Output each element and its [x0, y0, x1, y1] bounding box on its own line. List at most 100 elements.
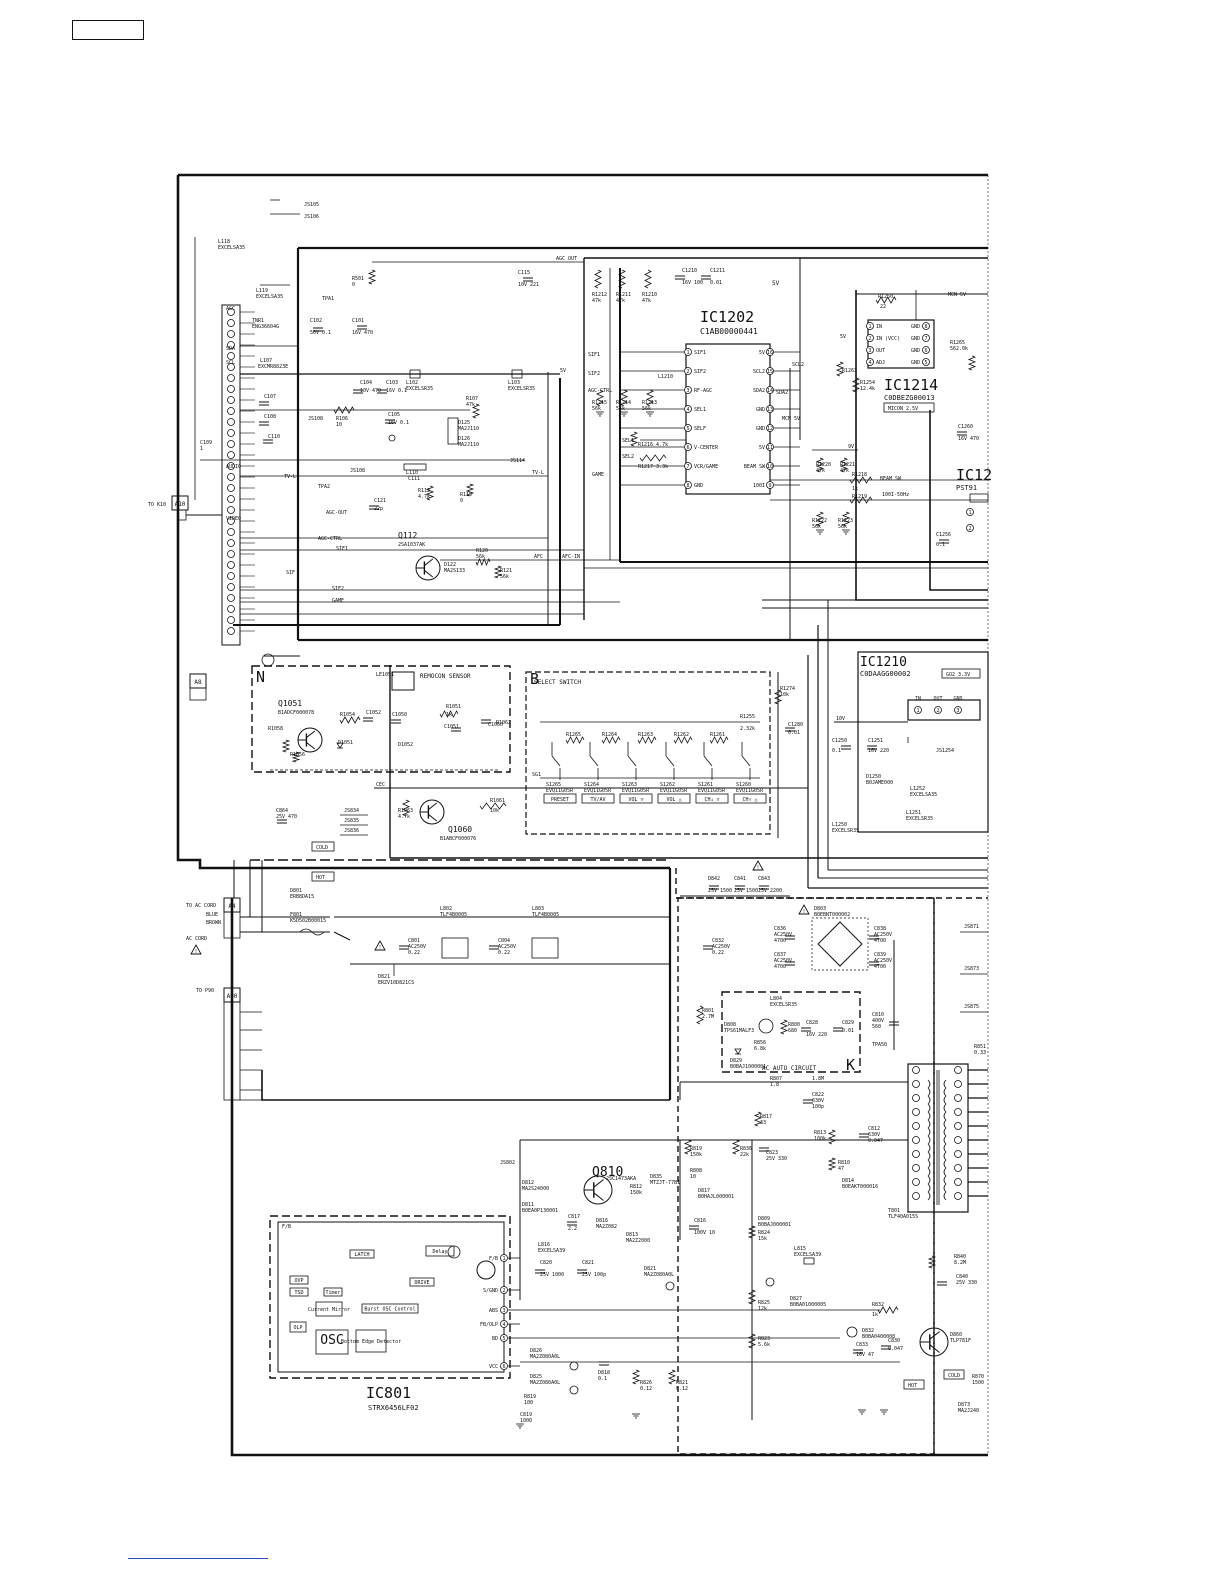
- ic801-function-label: OLP: [293, 1325, 302, 1331]
- component-ref: R1265: [950, 340, 965, 346]
- ic801-pin-label: ABS: [489, 1308, 498, 1314]
- select-switch-blade: [589, 755, 599, 767]
- ic801-pin: [500, 1306, 508, 1314]
- net-label: SIF2: [332, 586, 344, 592]
- component-value: 680: [788, 1028, 797, 1034]
- component-ref: R1254: [860, 380, 875, 386]
- net-label: AFC-IN: [562, 554, 580, 560]
- select-switch-ref: S1262: [660, 782, 675, 788]
- resistor-symbol: [667, 1369, 677, 1385]
- tuner-pin: [227, 605, 235, 613]
- connector-a90-body: [223, 1001, 241, 1101]
- q810-transistor: [583, 1175, 613, 1205]
- select-button-label: PRESET: [551, 797, 569, 803]
- component-value: K5D502B00015: [290, 918, 326, 924]
- pin-number: 15: [767, 369, 773, 375]
- component-ref: R501: [352, 276, 364, 282]
- component-value: AC250V: [874, 932, 892, 938]
- component-ref: D825: [530, 1374, 542, 1380]
- bridge-rectifier: [817, 921, 863, 967]
- ac-auto-title: AC AUTO CIRCUIT: [762, 1065, 817, 1072]
- tuner-pin: [227, 308, 235, 316]
- component-value: B0JAME000: [866, 780, 893, 786]
- tuner-pin: [227, 396, 235, 404]
- component-value: 16V 220: [868, 748, 889, 754]
- ic1210-pin: [954, 706, 962, 714]
- component-value: 0.22: [408, 950, 420, 956]
- resistor-symbol: [631, 1369, 641, 1385]
- q112-transistor: [415, 555, 441, 581]
- ic1202-pin: [684, 386, 692, 394]
- ic801-function-block: [315, 1329, 349, 1355]
- ext-label: AC CORD: [186, 936, 207, 942]
- net-label: SCL2: [792, 362, 804, 368]
- component-value: 0.1: [936, 542, 945, 548]
- ic801-function-label: OVP: [294, 1278, 303, 1284]
- tuner-pin: [227, 385, 235, 393]
- component-ref: R106: [336, 416, 348, 422]
- select-button-frame: [581, 793, 615, 804]
- component-value: B0BA01000005: [790, 1302, 826, 1308]
- select-switch-ref: S1263: [622, 782, 637, 788]
- net-label: SDA2: [776, 390, 788, 396]
- resistor-symbol: [839, 457, 849, 473]
- component-ref: R1210: [642, 292, 657, 298]
- component-ref: C105: [388, 412, 400, 418]
- ic1202-pin: [766, 386, 774, 394]
- component-value: 25V 470: [276, 814, 297, 820]
- pin-number: 3: [956, 708, 959, 714]
- jumper-ref: JS835: [344, 818, 359, 824]
- ic1210-pin-label: GND: [953, 696, 962, 702]
- component-ref: C1060: [488, 722, 503, 728]
- warning-icon-mark: !: [378, 945, 381, 951]
- tuner-pin: [227, 594, 235, 602]
- component-ref: R812: [630, 1184, 642, 1190]
- ic801-function-label: OSC: [320, 1333, 343, 1348]
- ic801-function-label: Timer: [325, 1290, 340, 1296]
- ic1210-frame: [857, 651, 989, 833]
- component-ref: R1056: [290, 752, 305, 758]
- component-ref: C110: [268, 434, 280, 440]
- component-value: 4700: [774, 964, 786, 970]
- ic801-function-block: [409, 1277, 435, 1287]
- pin-number: 2: [502, 1288, 505, 1294]
- net-label: SIF1: [588, 352, 600, 358]
- component-ref: C1210: [682, 268, 697, 274]
- component-ref: R1215: [592, 400, 607, 406]
- tuner-pin: [227, 407, 235, 415]
- component-ref: C838: [874, 926, 886, 932]
- component-value: 47k: [592, 298, 601, 304]
- ic1202-pin-label: BEAM SW: [744, 464, 766, 470]
- pin-number: 3: [868, 348, 871, 354]
- component-value: 10: [690, 1174, 696, 1180]
- component-value: EXCELSA35: [218, 245, 245, 251]
- component-ref: R1061: [490, 798, 505, 804]
- component-value: 47k: [816, 468, 825, 474]
- transformer-pin: [912, 1108, 920, 1116]
- select-switch-blade: [551, 755, 561, 767]
- jumper-ref: JS836: [344, 828, 359, 834]
- ext-label: TO K10: [148, 502, 166, 508]
- footer-rule: [128, 1558, 268, 1559]
- component-value: 16V 220: [806, 1032, 827, 1038]
- component-ref: C836: [774, 926, 786, 932]
- ic1214-pin-label: IN: [876, 324, 882, 330]
- component-ref: C837: [774, 952, 786, 958]
- net-label: COLD: [948, 1373, 960, 1379]
- connector-a8-label: A8: [194, 679, 202, 686]
- component-value: 400V: [872, 1018, 884, 1024]
- diode-pair: [447, 417, 459, 445]
- tuner-pin: [227, 330, 235, 338]
- component-ref: R821: [676, 1380, 688, 1386]
- remocon-letter: N: [256, 668, 265, 686]
- component-ref: R832: [872, 1302, 884, 1308]
- component-ref: L1251: [906, 810, 921, 816]
- tuner-pin: [227, 451, 235, 459]
- line-filter-l802: [441, 937, 469, 959]
- component-value: 47k: [466, 402, 475, 408]
- select-switch-part: EVQ11G05R: [660, 788, 688, 794]
- transformer-pin: [954, 1108, 962, 1116]
- resistor-symbol: [747, 1333, 757, 1349]
- net-label: 5V: [840, 334, 846, 340]
- select-button-frame: [657, 793, 691, 804]
